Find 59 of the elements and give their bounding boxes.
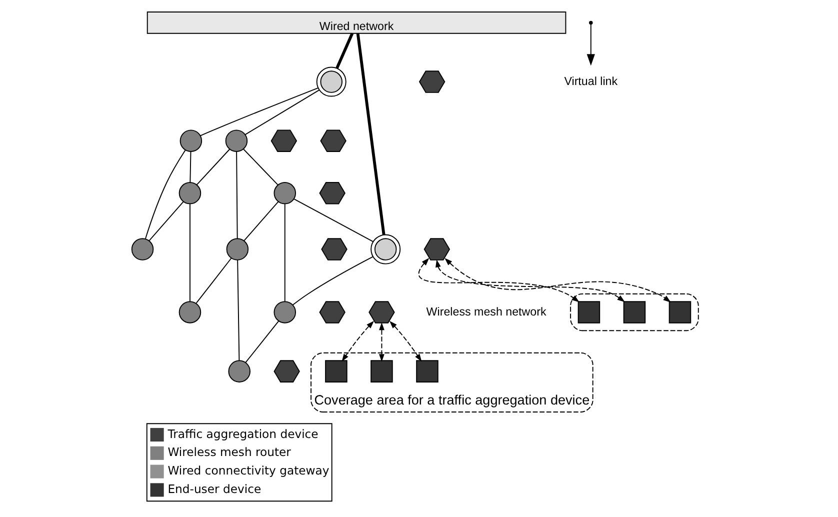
legend-label: End-user device bbox=[168, 482, 262, 496]
node-hexagon bbox=[319, 182, 346, 204]
node-hexagon bbox=[270, 130, 298, 152]
connector bbox=[245, 320, 280, 363]
node-circle bbox=[226, 238, 249, 260]
arrow bbox=[586, 24, 595, 66]
connector bbox=[189, 204, 190, 302]
node-circle bbox=[225, 130, 248, 152]
node-box bbox=[578, 301, 600, 324]
node-circle bbox=[370, 234, 401, 264]
node-hexagon bbox=[321, 238, 348, 260]
connector bbox=[236, 151, 238, 239]
node-hexagon bbox=[319, 301, 346, 324]
node-circle bbox=[316, 66, 346, 97]
connector bbox=[190, 151, 192, 183]
node-circle bbox=[131, 238, 154, 260]
node-circle bbox=[178, 182, 202, 204]
arrow bbox=[418, 258, 580, 302]
arrow bbox=[436, 259, 625, 302]
node-circle bbox=[274, 182, 296, 204]
node-box bbox=[325, 360, 348, 382]
node-box bbox=[416, 360, 438, 382]
node-label: Coverage area for a traffic aggregation device bbox=[314, 392, 590, 408]
node-box bbox=[370, 360, 393, 382]
connector bbox=[237, 260, 240, 361]
node-hexagon bbox=[320, 130, 346, 152]
arrow bbox=[379, 322, 384, 362]
legend-label: Wireless mesh router bbox=[168, 445, 291, 460]
legend-label: Wired connectivity gateway bbox=[168, 464, 330, 478]
arrow bbox=[389, 320, 422, 362]
node-text: Virtual link bbox=[564, 74, 618, 88]
node-box: Wired network bbox=[146, 12, 566, 34]
node-hexagon bbox=[274, 360, 300, 382]
connector bbox=[243, 201, 279, 242]
label: Wireless mesh network bbox=[426, 305, 546, 318]
legend-label: Traffic aggregation device bbox=[168, 426, 318, 441]
node-circle bbox=[274, 301, 296, 324]
connector bbox=[294, 198, 374, 242]
node-circle bbox=[178, 301, 202, 324]
node-hexagon bbox=[424, 238, 450, 260]
node-hexagon bbox=[418, 70, 446, 93]
connector bbox=[356, 33, 386, 235]
arrow bbox=[444, 258, 671, 302]
node-hexagon bbox=[368, 301, 395, 324]
node-box bbox=[668, 301, 692, 324]
connector bbox=[196, 258, 232, 304]
connector bbox=[244, 89, 320, 136]
connector bbox=[292, 256, 374, 306]
connector bbox=[148, 201, 184, 242]
connector bbox=[336, 32, 354, 69]
connector bbox=[196, 148, 230, 186]
connector bbox=[284, 204, 286, 302]
node-circle bbox=[180, 130, 202, 152]
connector bbox=[200, 88, 318, 136]
arrow bbox=[342, 320, 374, 362]
node-circle bbox=[228, 360, 250, 382]
node-box bbox=[623, 301, 646, 324]
connector bbox=[144, 150, 186, 240]
connector bbox=[243, 148, 278, 186]
